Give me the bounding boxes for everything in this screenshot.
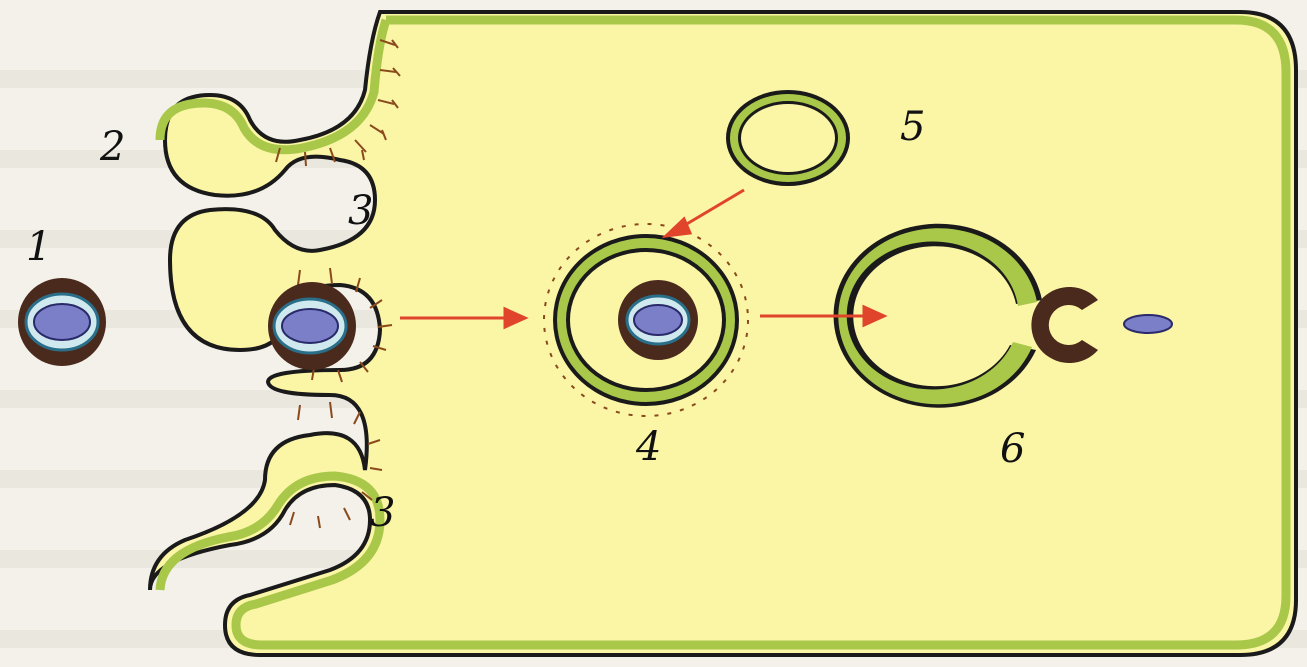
label-6: 6 [1000, 426, 1025, 472]
vesicle-5 [726, 90, 850, 186]
label-1: 1 [26, 224, 51, 270]
label-3-upper: 3 [348, 188, 373, 234]
virus-particle-1 [18, 278, 106, 366]
virus-particle-vesicle [618, 280, 698, 360]
label-4: 4 [635, 424, 661, 470]
virus-particle-pit [268, 282, 356, 370]
viral-genome-released [1124, 315, 1172, 333]
label-3-lower: 3 [370, 490, 395, 536]
label-5: 5 [900, 104, 925, 150]
label-2: 2 [99, 124, 125, 170]
